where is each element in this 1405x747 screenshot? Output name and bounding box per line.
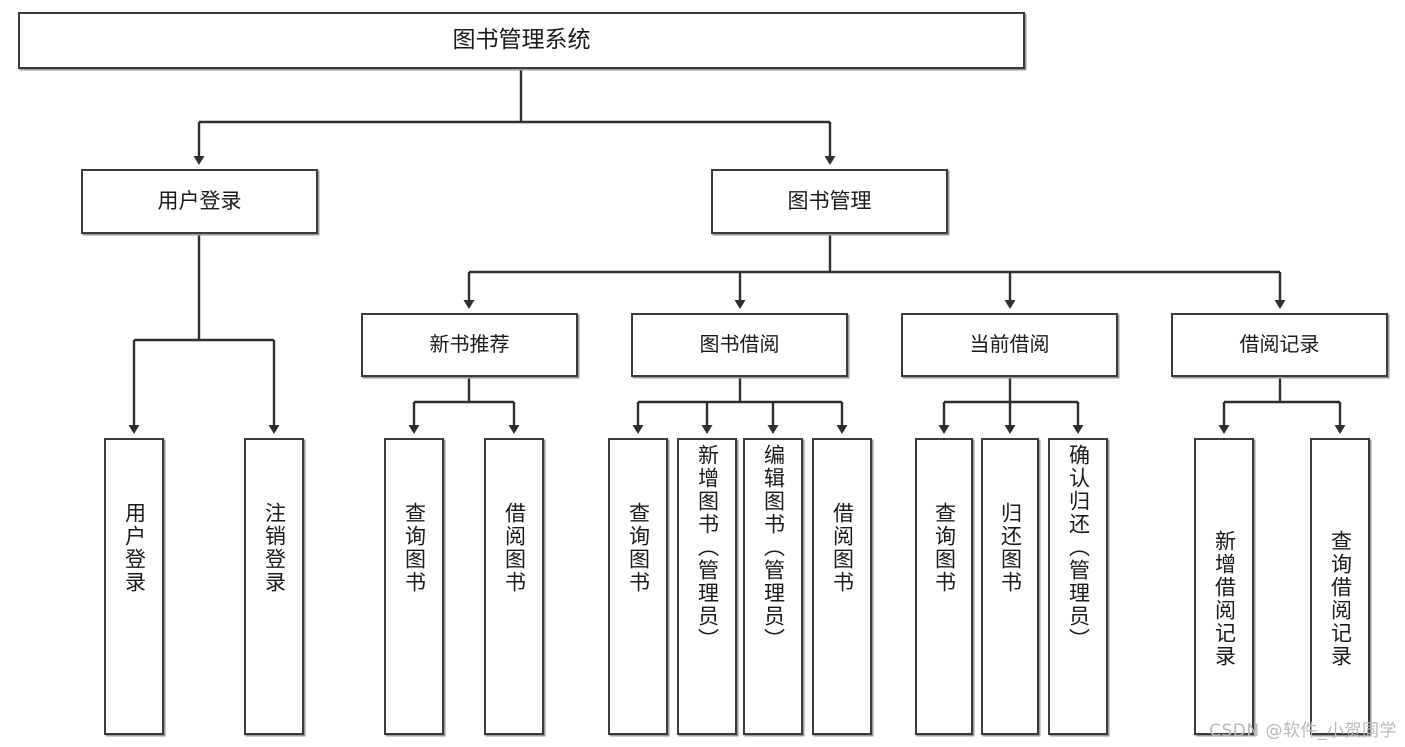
node-label: 确认归还（管理员） (1066, 444, 1091, 651)
leaf-user-login-login[interactable]: 用户登录 (104, 438, 164, 735)
node-label: 当前借阅 (969, 332, 1050, 357)
node-label: 新增借阅记录 (1212, 530, 1237, 668)
node-label: 图书管理 (787, 189, 872, 214)
node-label: 借阅记录 (1239, 332, 1320, 357)
node-label: 注销登录 (262, 502, 287, 594)
watermark: CSDN @软件_小贺同学 (1209, 721, 1397, 741)
node-label: 新书推荐 (429, 332, 510, 357)
leaf-user-login-logout[interactable]: 注销登录 (244, 438, 304, 735)
leaf-book-borrow-query[interactable]: 查询图书 (608, 438, 668, 735)
node-label: 查询图书 (932, 502, 957, 594)
leaf-borrow-record-add[interactable]: 新增借阅记录 (1194, 438, 1254, 735)
leaf-current-borrow-confirm-return[interactable]: 确认归还（管理员） (1048, 438, 1108, 735)
node-label: 图书管理系统 (452, 26, 591, 53)
node-root-system[interactable]: 图书管理系统 (18, 12, 1025, 69)
node-user-login[interactable]: 用户登录 (81, 169, 318, 234)
node-label: 查询借阅记录 (1328, 530, 1353, 668)
leaf-current-borrow-query[interactable]: 查询图书 (915, 438, 973, 735)
node-label: 借阅图书 (830, 502, 855, 594)
leaf-book-borrow-add[interactable]: 新增图书（管理员） (677, 438, 737, 735)
node-label: 新增图书（管理员） (695, 444, 720, 651)
node-label: 归还图书 (998, 502, 1023, 594)
node-borrow-record[interactable]: 借阅记录 (1171, 313, 1388, 377)
node-new-book-recommend[interactable]: 新书推荐 (361, 313, 578, 377)
node-book-borrow[interactable]: 图书借阅 (631, 313, 848, 377)
leaf-book-borrow-borrow[interactable]: 借阅图书 (812, 438, 872, 735)
leaf-current-borrow-return[interactable]: 归还图书 (981, 438, 1039, 735)
node-label: 图书借阅 (699, 332, 780, 357)
node-label: 编辑图书（管理员） (761, 444, 786, 651)
node-label: 用户登录 (157, 189, 242, 214)
node-label: 查询图书 (402, 502, 427, 594)
node-book-management[interactable]: 图书管理 (711, 169, 948, 234)
node-current-borrow[interactable]: 当前借阅 (901, 313, 1118, 377)
node-label: 用户登录 (122, 502, 147, 594)
leaf-book-borrow-edit[interactable]: 编辑图书（管理员） (743, 438, 803, 735)
node-label: 借阅图书 (502, 502, 527, 594)
node-label: 查询图书 (626, 502, 651, 594)
leaf-new-book-borrow[interactable]: 借阅图书 (484, 438, 544, 735)
leaf-borrow-record-query[interactable]: 查询借阅记录 (1310, 438, 1370, 735)
leaf-new-book-query[interactable]: 查询图书 (384, 438, 444, 735)
